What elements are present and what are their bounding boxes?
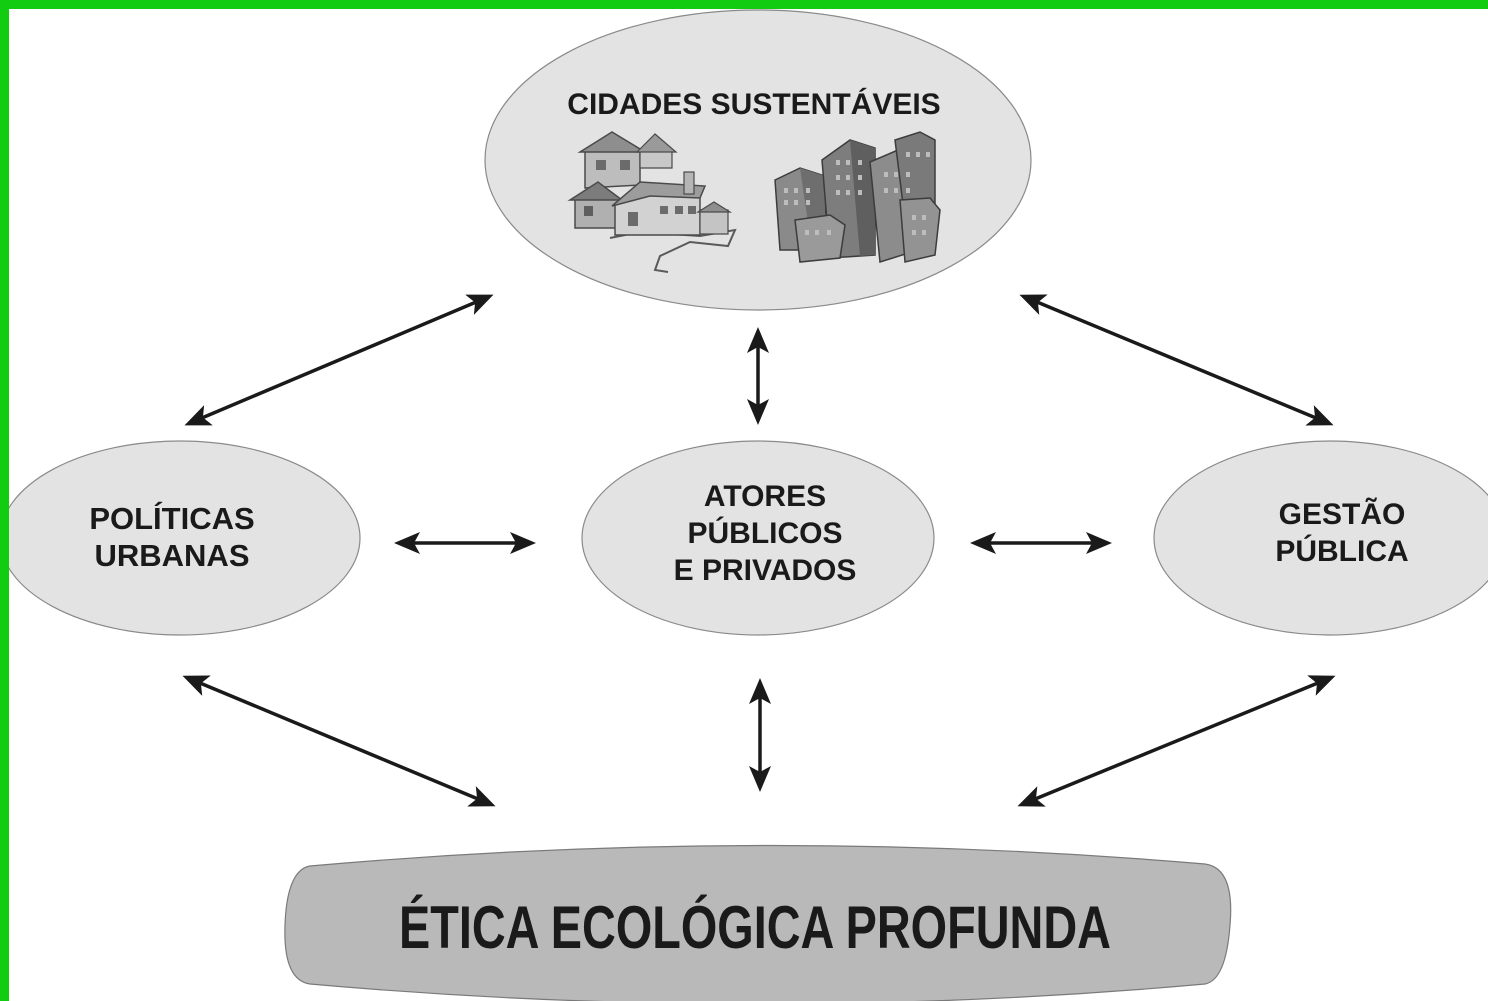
arrow-top-left <box>184 294 494 426</box>
buildings-illustration-icon <box>774 131 941 263</box>
node-atores-ellipse <box>581 440 935 636</box>
node-atores-line2: PÚBLICOS <box>687 516 842 550</box>
node-cidades-label: CIDADES SUSTENTÁVEIS <box>567 87 940 121</box>
node-gestao-line2: PÚBLICA <box>1275 534 1408 568</box>
node-atores-line1: ATORES <box>704 480 826 513</box>
node-politicas-urbanas: POLÍTICAS URBANAS <box>9 440 361 636</box>
node-politicas-line1: POLÍTICAS <box>89 501 254 536</box>
node-etica-label: ÉTICA ECOLÓGICA PROFUNDA <box>399 894 1111 961</box>
arrow-bottom-left <box>182 675 496 807</box>
node-politicas-ellipse <box>9 440 361 636</box>
node-gestao-publica: GESTÃO PÚBLICA <box>1153 440 1488 636</box>
houses-illustration-icon <box>567 131 737 273</box>
node-etica-banner <box>284 844 1232 1001</box>
node-cidades-sustentaveis: CIDADES SUSTENTÁVEIS <box>484 9 1032 311</box>
node-gestao-ellipse <box>1153 440 1488 636</box>
node-cidades-ellipse <box>484 9 1032 311</box>
node-politicas-line2: URBANAS <box>95 538 250 573</box>
node-etica-ecologica: ÉTICA ECOLÓGICA PROFUNDA <box>284 844 1232 1001</box>
node-atores: ATORES PÚBLICOS E PRIVADOS <box>581 440 935 636</box>
arrow-bottom-right <box>1017 675 1336 807</box>
node-atores-line3: E PRIVADOS <box>674 554 857 587</box>
node-gestao-line1: GESTÃO <box>1279 497 1406 531</box>
diagram-canvas: CIDADES SUSTENTÁVEIS <box>9 9 1488 1001</box>
arrow-top-right <box>1019 294 1334 426</box>
